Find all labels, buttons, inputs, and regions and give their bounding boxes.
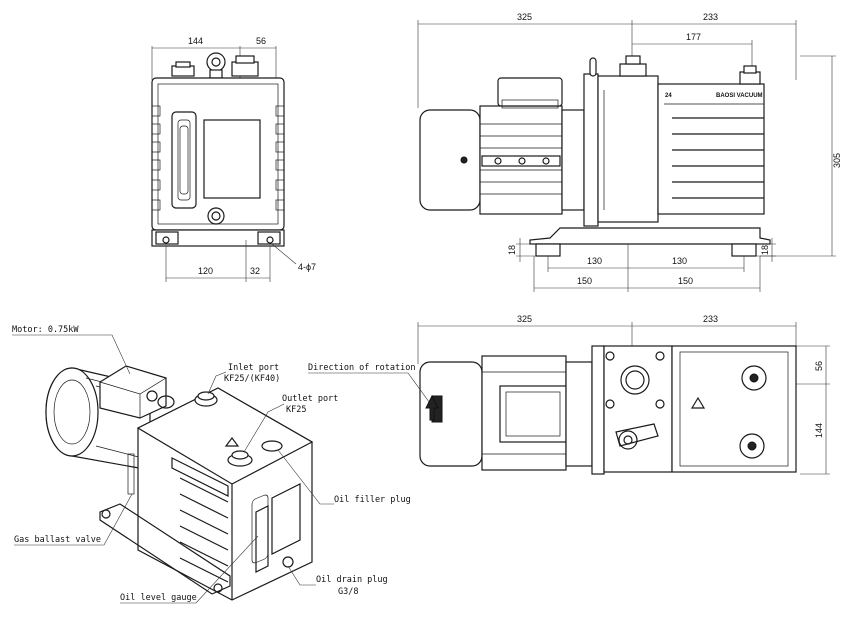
label-oil-drain: Oil drain plug: [316, 575, 388, 585]
dim-top-width: 144: [814, 423, 824, 438]
dim-front-offset: 56: [256, 36, 266, 46]
label-outlet-port: Outlet port: [282, 394, 338, 404]
side-model-number: 24: [665, 93, 672, 99]
dim-side-foot-left-inner: 130: [587, 256, 602, 266]
side-brand-label: BAOSI VACUUM: [716, 93, 763, 99]
dim-side-motor-length: 325: [517, 12, 532, 22]
dim-side-foot-height-right: 18: [760, 245, 770, 255]
front-view: 144 56: [151, 36, 316, 282]
dim-side-pump-length: 233: [703, 12, 718, 22]
isometric-view: Motor: 0.75kW Inlet port KF25/(KF40) Out…: [12, 325, 439, 604]
dim-front-foot-span: 120: [198, 266, 213, 276]
label-oil-level: Oil level gauge: [120, 593, 197, 603]
label-oil-filler: Oil filler plug: [334, 495, 411, 505]
dim-front-foot-offset: 32: [250, 266, 260, 276]
dim-side-foot-right-outer: 150: [678, 276, 693, 286]
dim-front-width: 144: [188, 36, 203, 46]
label-inlet-port: Inlet port: [228, 363, 279, 373]
label-inlet-size: KF25/(KF40): [224, 374, 280, 384]
dim-top-pump-length: 233: [703, 314, 718, 324]
top-view: 325 233 56 144: [417, 314, 830, 475]
label-oil-drain-size: G3/8: [338, 587, 358, 597]
dim-side-foot-height-left: 18: [507, 245, 517, 255]
label-gas-ballast: Gas ballast valve: [14, 535, 101, 545]
label-outlet-size: KF25: [286, 405, 306, 415]
dim-side-foot-left-outer: 150: [577, 276, 592, 286]
dim-holes: 4-ϕ7: [298, 262, 316, 272]
dim-side-outlet-offset: 177: [686, 32, 701, 42]
label-direction: Direction of rotation: [308, 363, 415, 373]
rotation-arrow-icon: [425, 394, 439, 421]
dim-top-offset: 56: [814, 361, 824, 371]
dim-side-foot-right-inner: 130: [672, 256, 687, 266]
label-motor: Motor: 0.75kW: [12, 325, 79, 335]
dim-side-height: 305: [832, 153, 842, 168]
side-view: 325 233 177 305 24: [417, 12, 842, 292]
dim-top-motor-length: 325: [517, 314, 532, 324]
